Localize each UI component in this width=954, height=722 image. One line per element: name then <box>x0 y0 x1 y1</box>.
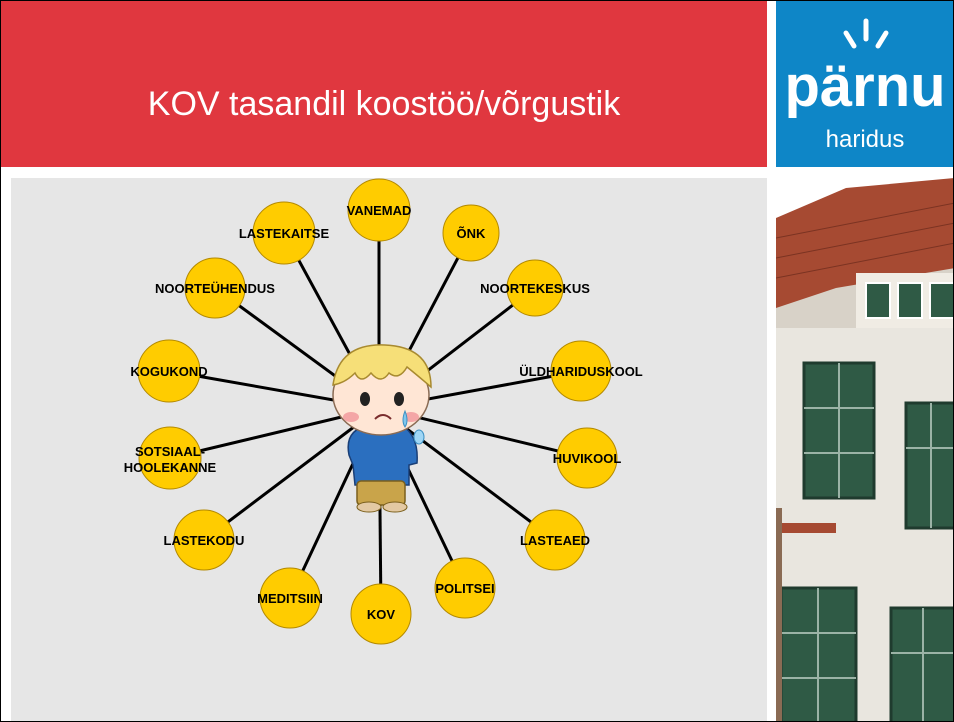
node-label-huvikool: HUVIKOOL <box>553 451 622 466</box>
node-circle-noortekeskus <box>506 259 564 317</box>
node-label2-sotsiaalhoolekanne: HOOLEKANNE <box>124 460 217 475</box>
parnu-logo-icon: pärnu haridus <box>784 18 946 153</box>
node-kogukond: KOGUKOND <box>130 339 208 403</box>
node-circle-vanemad <box>347 178 411 242</box>
node-label-lastekaitse: LASTEKAITSE <box>239 226 330 241</box>
node-sotsiaalhoolekanne: SOTSIAAL-HOOLEKANNE <box>124 426 217 490</box>
node-lasteaed: LASTEAED <box>520 509 590 571</box>
node-lastekodu: LASTEKODU <box>164 509 245 571</box>
node-vanemad: VANEMAD <box>347 178 412 242</box>
school-building-photo <box>776 178 953 721</box>
node-label-meditsiin: MEDITSIIN <box>257 591 323 606</box>
node-label-lastekodu: LASTEKODU <box>164 533 245 548</box>
node-circle-lastekodu <box>173 509 235 571</box>
node-circle-kov <box>350 583 412 645</box>
node-label-noortekeskus: NOORTEKESKUS <box>480 281 590 296</box>
node-label-lasteaed: LASTEAED <box>520 533 590 548</box>
node-label-politsei: POLITSEI <box>435 581 494 596</box>
node-label-onk: ÕNK <box>457 226 487 241</box>
node-circle-kogukond <box>137 339 201 403</box>
network-diagram: VANEMAD ÕNK NOORTEKESKUS ÜLDHARIDUSKOOL HUVI… <box>124 178 643 645</box>
node-meditsiin: MEDITSIIN <box>257 567 323 629</box>
node-label-noorteuhendus: NOORTEÜHENDUS <box>155 281 275 296</box>
title-bar: KOV tasandil koostöö/võrgustik <box>1 1 767 167</box>
node-circle-lasteaed <box>524 509 586 571</box>
node-kov: KOV <box>350 583 412 645</box>
node-lastekaitse: LASTEKAITSE <box>239 201 330 265</box>
node-label-vanemad: VANEMAD <box>347 203 412 218</box>
node-circle-noorteuhendus <box>184 257 246 319</box>
network-nodes: VANEMAD ÕNK NOORTEKESKUS ÜLDHARIDUSKOOL HUVI… <box>124 178 643 645</box>
node-label-kogukond: KOGUKOND <box>130 364 207 379</box>
node-noortekeskus: NOORTEKESKUS <box>480 259 590 317</box>
network-diagram-panel: VANEMAD ÕNK NOORTEKESKUS ÜLDHARIDUSKOOL HUVI… <box>11 178 767 721</box>
logo-subtitle: haridus <box>826 126 905 153</box>
node-politsei: POLITSEI <box>434 557 496 619</box>
node-circle-sotsiaalhoolekanne <box>138 426 202 490</box>
node-label-sotsiaalhoolekanne: SOTSIAAL- <box>135 444 205 459</box>
node-label-kov: KOV <box>367 607 396 622</box>
building-image <box>776 178 953 721</box>
node-uldhariduskool: ÜLDHARIDUSKOOL <box>519 340 643 402</box>
node-circle-uldhariduskool <box>550 340 612 402</box>
node-circle-onk <box>442 204 500 262</box>
node-noorteuhendus: NOORTEÜHENDUS <box>155 257 275 319</box>
node-onk: ÕNK <box>442 204 500 262</box>
crying-child-icon <box>332 344 432 513</box>
node-label-uldhariduskool: ÜLDHARIDUSKOOL <box>519 364 643 379</box>
connector-lastekodu <box>203 406 380 542</box>
parnu-haridus-logo: pärnu haridus <box>776 1 953 167</box>
node-circle-meditsiin <box>259 567 321 629</box>
logo-wordmark: pärnu <box>784 54 945 119</box>
slide-title: KOV tasandil koostöö/võrgustik <box>147 85 621 123</box>
node-circle-politsei <box>434 557 496 619</box>
node-circle-lastekaitse <box>252 201 316 265</box>
node-huvikool: HUVIKOOL <box>553 427 622 489</box>
node-circle-huvikool <box>556 427 618 489</box>
